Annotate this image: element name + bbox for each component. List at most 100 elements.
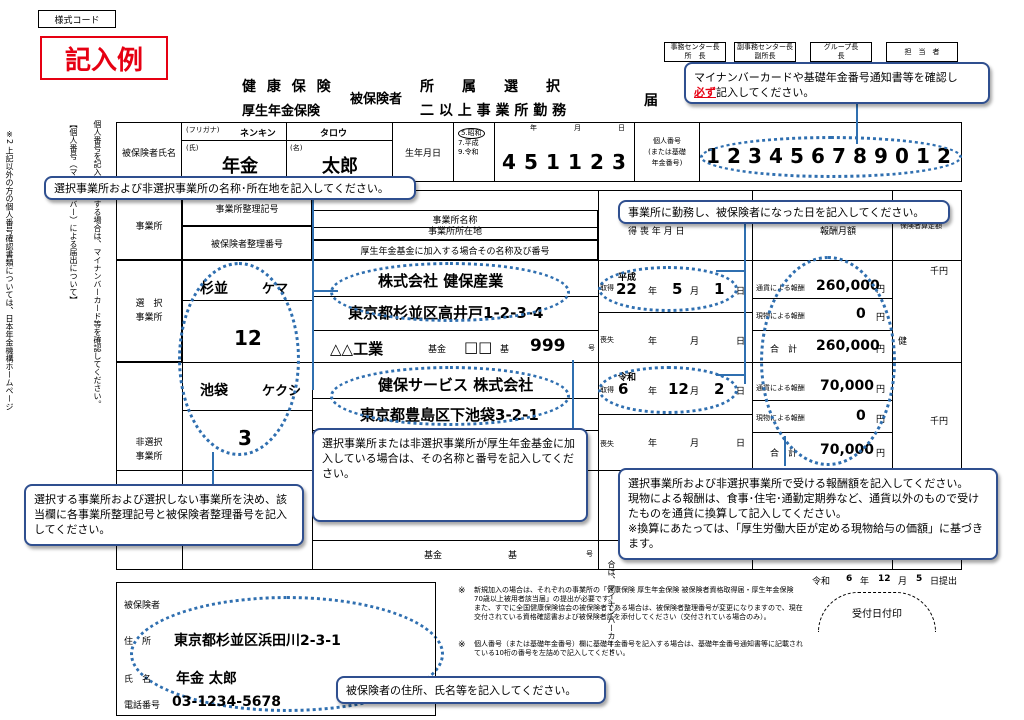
callout-select-office: 選択する事業所および選択しない事業所を決め、該当欄に各事業所整理記号と被保険者整… bbox=[24, 484, 304, 546]
title-main2: 二 以 上 事 業 所 勤 務 bbox=[420, 103, 567, 119]
bottom-ki: 基 bbox=[508, 551, 518, 561]
side-note-4: 合は、マイナンバーカード bbox=[607, 560, 616, 656]
addr-value: 東京都杉並区浜田川2-3-1 bbox=[174, 633, 341, 649]
title-insured: 被保険者 bbox=[350, 92, 403, 107]
pay-right-label: 保険者算定額 bbox=[900, 222, 942, 230]
note-mark: ※ bbox=[458, 586, 466, 596]
arrow-office-name-h bbox=[312, 290, 338, 292]
name-divider bbox=[286, 122, 287, 182]
callout-mynumber: マイナンバーカードや基礎年金番号通知書等を確認し 必ず記入してください。 bbox=[684, 62, 990, 104]
insured-box-label: 被保険者 bbox=[124, 601, 161, 611]
submit-year: 6 bbox=[846, 574, 853, 584]
arrow-office-name bbox=[312, 194, 314, 390]
bottom-fund: 基金 bbox=[424, 551, 443, 561]
birth-digit-5: 2 bbox=[590, 150, 604, 174]
title-pension: 厚生年金保険 bbox=[242, 104, 321, 119]
yen-label: 円 bbox=[876, 285, 886, 295]
office-addr-label: 事業所所在地 bbox=[312, 222, 598, 240]
callout-pay-line3: ※換算にあたっては、「厚生労働大臣が定める現物給与の価額」に基づきます。 bbox=[628, 522, 983, 550]
year-label: 年 bbox=[860, 577, 870, 587]
phone-value: 03-1234-5678 bbox=[172, 694, 282, 710]
day-label: 日 bbox=[736, 287, 746, 297]
month-label: 月 bbox=[898, 577, 908, 587]
name-label: 氏 名 bbox=[124, 675, 152, 685]
unsel-office-highlight-oval bbox=[330, 366, 570, 426]
birth-digit-1: 4 bbox=[502, 150, 516, 174]
callout-insured: 被保険者の住所、氏名等を記入してください。 bbox=[336, 676, 606, 704]
office-table bbox=[116, 190, 962, 570]
birth-digit-3: 1 bbox=[546, 150, 560, 174]
era-options: 5.昭和 7.平成 9.令和 bbox=[458, 128, 485, 157]
era-reiwa: 9.令和 bbox=[458, 148, 479, 156]
fund-word: 基金 bbox=[428, 345, 447, 355]
side-note-2: 【個人番号（マイナンバー）による届出について】 bbox=[69, 120, 78, 304]
family-name: 年金 bbox=[222, 156, 258, 177]
birth-label: 生年月日 bbox=[392, 122, 454, 182]
submit-era: 令和 bbox=[812, 577, 831, 587]
note-2: また、すでに全国健康保険協会の被保険者である場合は、被保険者整理番号が変更になり… bbox=[474, 604, 803, 621]
furigana-label: (フリガナ) bbox=[186, 126, 220, 134]
col-divider bbox=[598, 190, 599, 570]
callout-mynumber-em: 必ず bbox=[694, 86, 716, 99]
day-label: 日 bbox=[736, 439, 746, 449]
era-showa: 5.昭和 bbox=[458, 128, 485, 139]
arrow-acq-date-h1 bbox=[716, 270, 744, 272]
receipt-stamp: 受付日付印 bbox=[818, 592, 936, 632]
loss-label-2: 喪失 bbox=[600, 440, 614, 448]
side-note-1: ※2 上記以外の方の個人番号確認書類については、日本年金機構ホームページ bbox=[5, 130, 14, 411]
yen-label: 円 bbox=[876, 449, 886, 459]
title-end: 届 bbox=[644, 93, 658, 109]
birth-month-label: 月 bbox=[574, 124, 581, 132]
note-3: 個人番号（または基礎年金番号）欄に基礎年金番号を記入する場合は、基礎年金番号通知… bbox=[474, 640, 803, 657]
day-label: 日 bbox=[736, 387, 746, 397]
col-divider bbox=[182, 260, 183, 570]
unselected-office-label: 非選択 事業所 bbox=[135, 438, 163, 462]
callout-pay-line2: 現物による報酬は、食事･住宅･通勤定期券など、通貨以外のもので受けたものを通貨に… bbox=[628, 492, 980, 520]
family-label: (氏) bbox=[186, 144, 199, 152]
note-mark: ※ bbox=[458, 640, 466, 650]
senen-label-2: 千円 bbox=[930, 417, 949, 427]
row-divider bbox=[312, 540, 752, 541]
date2-highlight-oval bbox=[598, 366, 738, 414]
arrow-acq-date-h2 bbox=[716, 374, 744, 376]
month-label: 月 bbox=[690, 337, 700, 347]
fund-suffix: 号 bbox=[588, 344, 595, 352]
furigana-given: タロウ bbox=[320, 129, 348, 139]
arrow-mynumber bbox=[856, 104, 858, 144]
stamp-box-vice-chief: 副事務センター長 副所長 bbox=[734, 42, 796, 62]
insured-no-label: 被保険者整理番号 bbox=[182, 226, 312, 260]
fund-label: 厚生年金基金に加入する場合その名称及び番号 bbox=[312, 240, 598, 260]
insured-name-label: 被保険者氏名 bbox=[116, 122, 182, 182]
insured-highlight-oval bbox=[130, 596, 444, 712]
style-code-label: 様式コード bbox=[38, 10, 116, 28]
year-label: 年 bbox=[648, 337, 658, 347]
callout-pay-line1: 選択事業所および非選択事業所で受ける報酬額を記入してください。 bbox=[628, 477, 969, 490]
bottom-go: 号 bbox=[586, 550, 593, 558]
side-note-3: 個人番号を記入し届出する場合は、マイナンバーカード等を確認してください。 bbox=[93, 120, 102, 408]
pay-highlight-oval bbox=[760, 256, 896, 466]
ken-label: 健 bbox=[898, 337, 908, 347]
callout-acq-date: 事業所に勤務し、被保険者になった日を記入してください。 bbox=[618, 200, 950, 224]
date-label: 得 喪 年 月 日 bbox=[628, 227, 685, 237]
furigana-family: ネンキン bbox=[240, 129, 276, 139]
birth-day-label: 日 bbox=[618, 124, 625, 132]
day-label: 日 bbox=[736, 337, 746, 347]
birth-year-label: 年 bbox=[530, 124, 537, 132]
arrow-select-office bbox=[212, 452, 214, 486]
submit-day: 5 bbox=[916, 574, 923, 584]
date1-highlight-oval bbox=[598, 266, 738, 312]
mynumber-highlight-oval bbox=[700, 136, 962, 178]
sel-office-highlight-oval bbox=[330, 262, 570, 322]
title-main1: 所 属 選 択 bbox=[420, 79, 560, 95]
arrow-pay bbox=[784, 436, 786, 466]
name-value: 年金 太郎 bbox=[176, 671, 237, 687]
callout-fund: 選択事業所または非選択事業所が厚生年金基金に加入している場合は、その名称と番号を… bbox=[312, 428, 588, 522]
total-label: 合 計 bbox=[770, 449, 798, 459]
callout-mynumber-text: マイナンバーカードや基礎年金番号通知書等を確認し bbox=[694, 71, 958, 84]
fund-word2: 基 bbox=[500, 345, 510, 355]
office-label: 事業所 bbox=[116, 190, 182, 260]
mynumber-label: 個人番号 (または基礎 年金番号) bbox=[634, 122, 700, 182]
callout-mynumber-end: 記入してください。 bbox=[716, 86, 815, 99]
row-divider bbox=[598, 414, 752, 415]
row-divider bbox=[116, 260, 962, 261]
